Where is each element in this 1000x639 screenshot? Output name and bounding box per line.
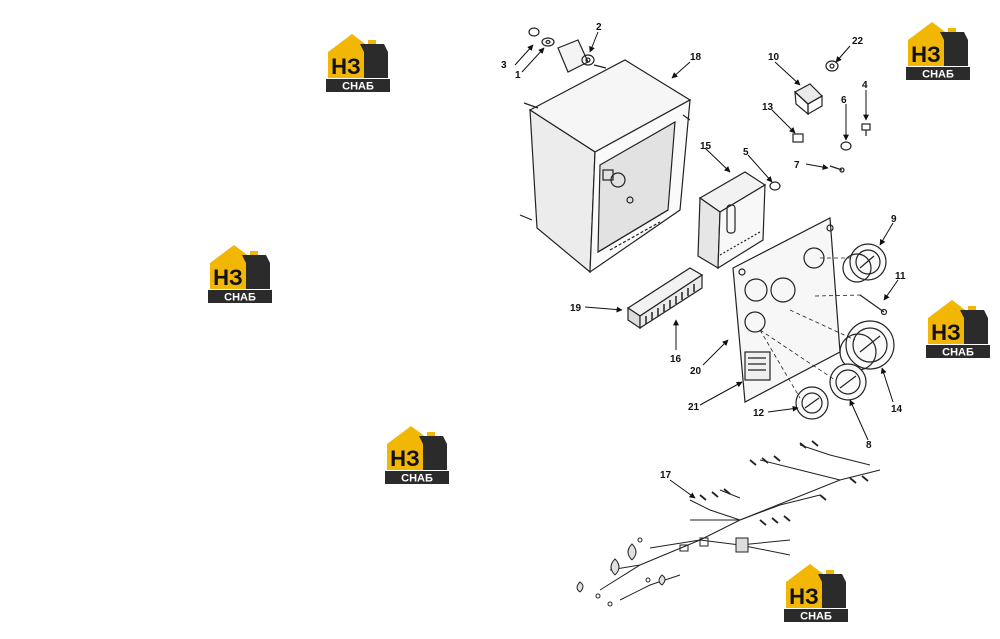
callout-4: 4: [862, 80, 868, 91]
callout-12: 12: [753, 408, 765, 419]
logo-top-text: НЗ: [390, 446, 420, 471]
callout-18: 18: [690, 52, 702, 63]
nut-3: [528, 27, 540, 37]
callout-13: 13: [762, 102, 774, 113]
callout-21: 21: [688, 402, 700, 413]
callout-22: 22: [852, 36, 864, 47]
watermark-logo: НЗ СНАБ: [782, 562, 850, 624]
callout-20: 20: [690, 366, 702, 377]
callout-2: 2: [596, 22, 602, 33]
callout-8: 8: [866, 440, 872, 451]
callout-10: 10: [768, 52, 780, 63]
logo-top-text: НЗ: [931, 320, 961, 345]
callout-7: 7: [794, 160, 800, 171]
terminal-strip: [626, 267, 704, 330]
nut-5: [769, 181, 781, 191]
callout-3: 3: [501, 60, 507, 71]
logo-bottom-text: СНАБ: [342, 81, 374, 93]
sensor-11: [859, 294, 888, 316]
screw-4: [861, 123, 871, 136]
watermark-logo: НЗ СНАБ: [924, 298, 992, 360]
callout-5: 5: [743, 147, 749, 158]
wiring-harness: [576, 440, 881, 607]
screw-7: [829, 165, 845, 173]
watermark-logo: НЗ СНАБ: [383, 424, 451, 486]
gauge-12: [795, 386, 829, 420]
watermark-logo: НЗ СНАБ: [324, 32, 392, 94]
gauge-14: [839, 320, 895, 371]
connector-13: [792, 133, 804, 143]
callout-14: 14: [891, 404, 903, 415]
callout-11: 11: [895, 271, 906, 282]
logo-bottom-text: СНАБ: [401, 473, 433, 485]
logo-top-text: НЗ: [213, 265, 243, 290]
logo-top-text: НЗ: [911, 42, 941, 67]
washer-22: [825, 60, 839, 72]
relay: [793, 83, 823, 116]
callout-15: 15: [700, 141, 712, 152]
nut-2: [581, 54, 595, 66]
logo-top-text: НЗ: [331, 54, 361, 79]
callout-6: 6: [841, 95, 847, 106]
gauge-8: [829, 363, 867, 401]
control-module: [697, 171, 767, 270]
gauge-9: [842, 243, 887, 283]
callout-19: 19: [570, 303, 582, 314]
enclosure-box: [519, 59, 692, 274]
logo-bottom-text: СНАБ: [942, 347, 974, 359]
nut-6: [840, 141, 852, 151]
callout-16: 16: [670, 354, 682, 365]
washer-1: [541, 37, 555, 47]
callout-17: 17: [660, 470, 672, 481]
logo-bottom-text: СНАБ: [922, 69, 954, 81]
watermark-logo: НЗ СНАБ: [206, 243, 274, 305]
callout-1: 1: [515, 70, 521, 81]
logo-bottom-text: СНАБ: [224, 292, 256, 304]
logo-bottom-text: СНАБ: [800, 611, 832, 623]
watermark-logo: НЗ СНАБ: [904, 20, 972, 82]
logo-top-text: НЗ: [789, 584, 819, 609]
callout-9: 9: [891, 214, 897, 225]
